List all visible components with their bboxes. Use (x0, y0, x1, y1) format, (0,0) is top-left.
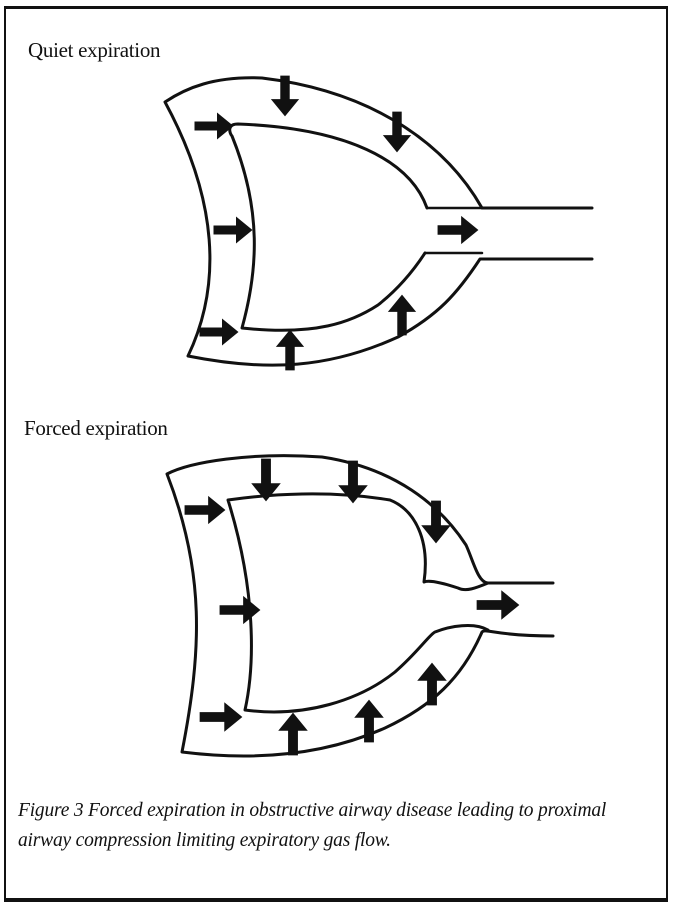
arrow-icon (199, 702, 243, 732)
figure-frame (4, 6, 668, 902)
forced-expiration-diagram (165, 454, 555, 758)
arrow-icon (278, 712, 308, 756)
quiet-outer-wall (163, 76, 594, 367)
quiet-inner-lumen (228, 122, 429, 332)
arrow-icon (417, 662, 447, 706)
forced-outer-wall (165, 454, 555, 758)
arrow-icon (199, 318, 239, 346)
arrow-icon (219, 595, 261, 625)
arrow-icon (194, 112, 234, 140)
arrow-icon (437, 215, 479, 245)
forced-inner-lumen (226, 492, 490, 714)
quiet-arrows (194, 75, 479, 371)
arrow-icon (476, 590, 520, 620)
arrow-icon (354, 699, 384, 743)
arrow-icon (270, 75, 300, 117)
forced-expiration-label: Forced expiration (24, 416, 168, 440)
quiet-expiration-label: Quiet expiration (28, 38, 161, 62)
arrow-icon (213, 216, 253, 244)
figure-caption: Figure 3 Forced expiration in obstructiv… (18, 800, 607, 851)
arrow-icon (184, 495, 226, 525)
quiet-expiration-diagram (163, 76, 594, 367)
arrow-icon (421, 500, 451, 544)
forced-arrows (184, 458, 520, 756)
